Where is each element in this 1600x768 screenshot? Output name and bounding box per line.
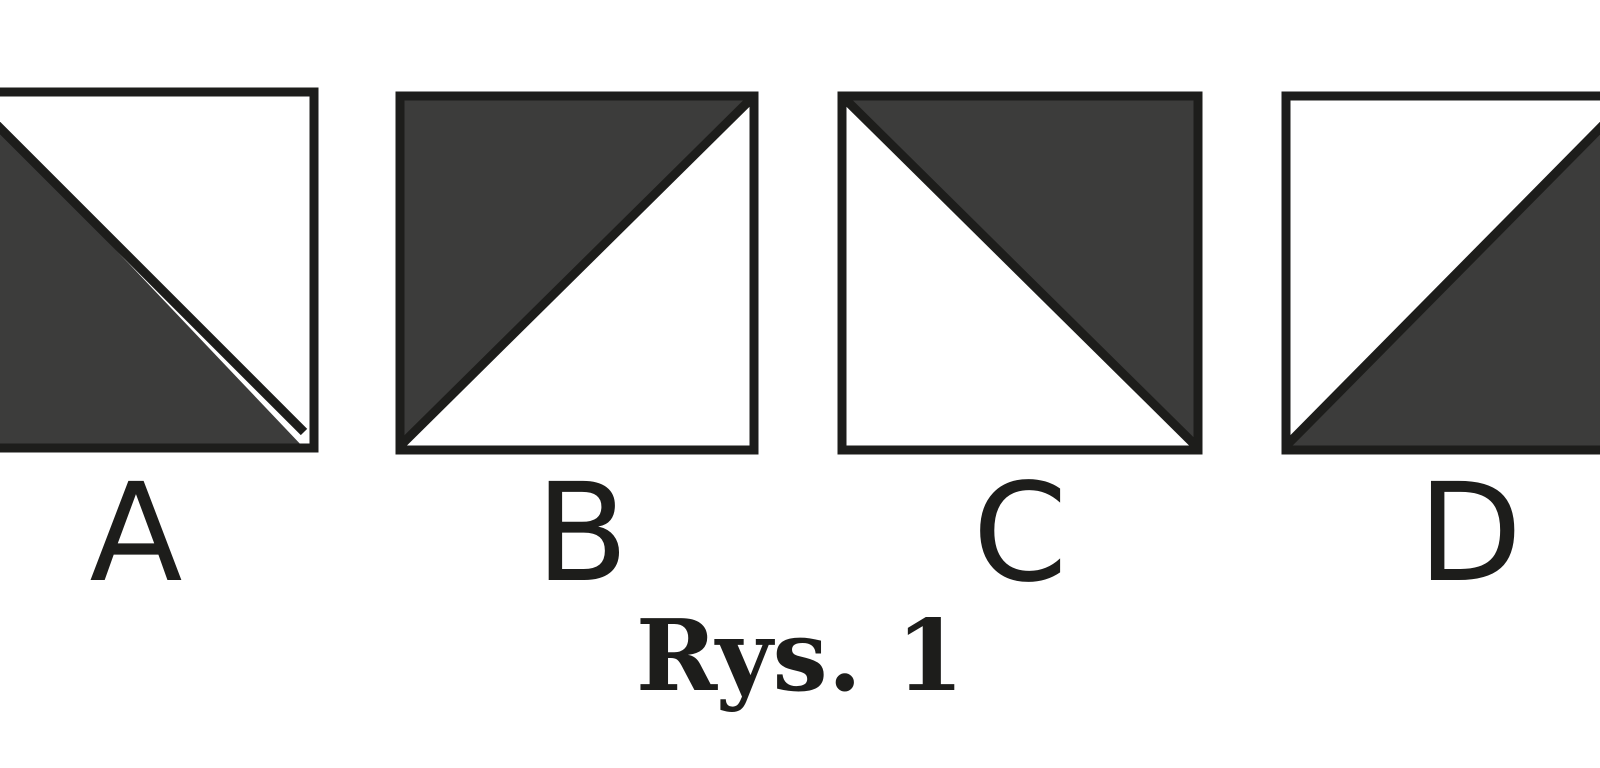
tile-d-diagonal <box>1282 121 1600 450</box>
tile-c-label: C <box>973 455 1068 613</box>
tile-d-square <box>1281 91 1600 455</box>
tile-b-square <box>395 91 759 455</box>
tile-b-label: B <box>535 455 628 613</box>
tile-a-diagonal <box>0 121 308 436</box>
tile-a-label: A <box>89 455 182 613</box>
tile-c: C <box>837 91 1203 613</box>
tile-c-diagonal <box>838 92 1200 450</box>
figure-caption: Rys. 1 <box>636 599 964 714</box>
tile-c-square <box>837 91 1203 455</box>
tile-d-label: D <box>1418 455 1523 613</box>
tile-b: B <box>395 91 759 613</box>
tile-d: D <box>1281 91 1600 613</box>
tile-a: A <box>0 87 319 613</box>
tile-a-square <box>0 87 319 453</box>
tile-b-diagonal <box>396 92 758 450</box>
